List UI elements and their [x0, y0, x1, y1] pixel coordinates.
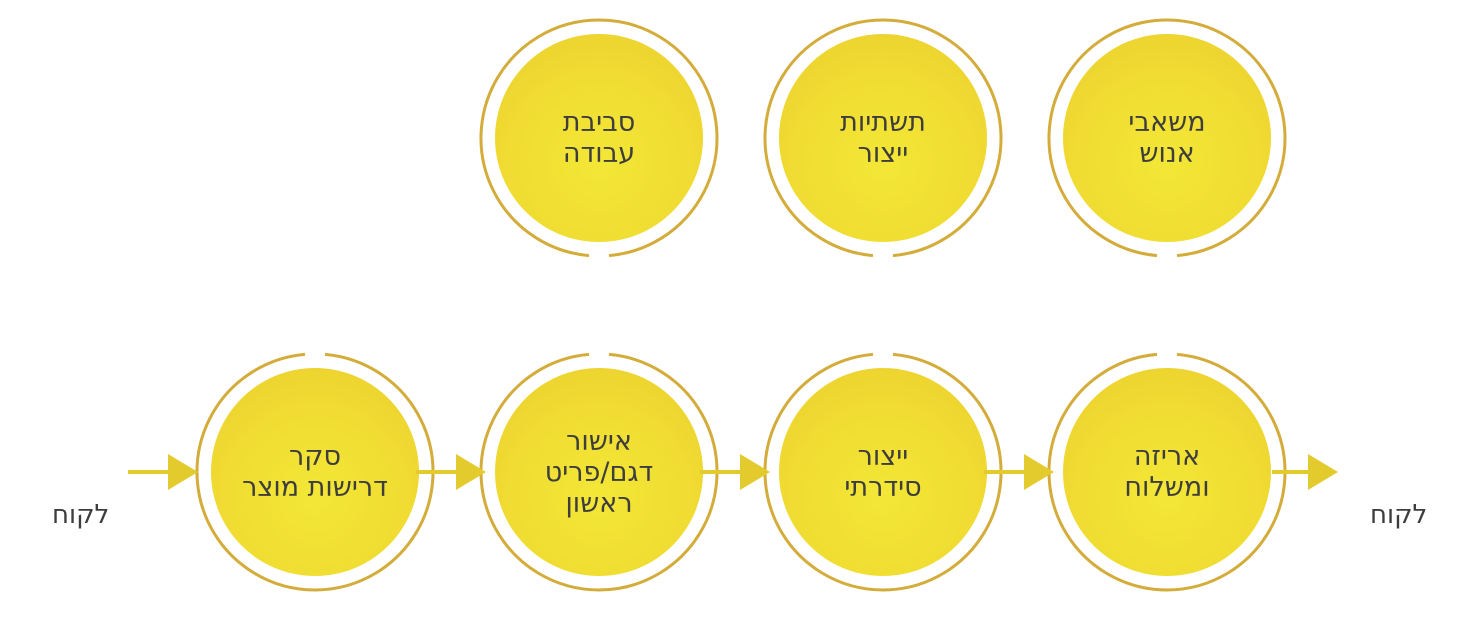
- node-label: סביבת עבודה: [562, 107, 636, 169]
- resource-node-human-resources: משאבי אנוש: [1047, 18, 1287, 258]
- process-node-packaging-shipping: אריזה ומשלוח: [1047, 352, 1287, 592]
- node-disc: [1063, 368, 1271, 576]
- customer-label-left: לקוח: [52, 500, 110, 530]
- node-ring: [195, 352, 435, 592]
- node-label: משאבי אנוש: [1128, 107, 1206, 169]
- node-ring: [479, 352, 719, 592]
- customer-label-right: לקוח: [1370, 500, 1428, 530]
- resource-node-work-environment: סביבת עבודה: [479, 18, 719, 258]
- node-ring: [1047, 18, 1287, 258]
- process-node-first-article-approval: אישור דגם/פריט ראשון: [479, 352, 719, 592]
- node-label: אישור דגם/פריט ראשון: [544, 425, 654, 519]
- flow-arrow: [984, 454, 1054, 490]
- flow-arrow: [416, 454, 486, 490]
- flow-arrow-out: [1272, 454, 1338, 490]
- node-label: תשתיות ייצור: [840, 107, 926, 169]
- node-disc: [779, 34, 987, 242]
- resource-node-production-infrastructure: תשתיות ייצור: [763, 18, 1003, 258]
- process-node-serial-production: ייצור סידרתי: [763, 352, 1003, 592]
- node-disc: [211, 368, 419, 576]
- node-disc: [495, 368, 703, 576]
- node-label: סקר דרישות מוצר: [242, 441, 388, 503]
- flow-arrow: [700, 454, 770, 490]
- node-disc: [1063, 34, 1271, 242]
- node-ring: [763, 352, 1003, 592]
- node-disc: [779, 368, 987, 576]
- node-ring: [1047, 352, 1287, 592]
- node-disc: [495, 34, 703, 242]
- node-ring: [763, 18, 1003, 258]
- process-node-product-requirements-review: סקר דרישות מוצר: [195, 352, 435, 592]
- flow-arrow-in: [128, 454, 198, 490]
- node-ring: [479, 18, 719, 258]
- node-label: ייצור סידרתי: [844, 441, 922, 503]
- node-label: אריזה ומשלוח: [1124, 441, 1210, 503]
